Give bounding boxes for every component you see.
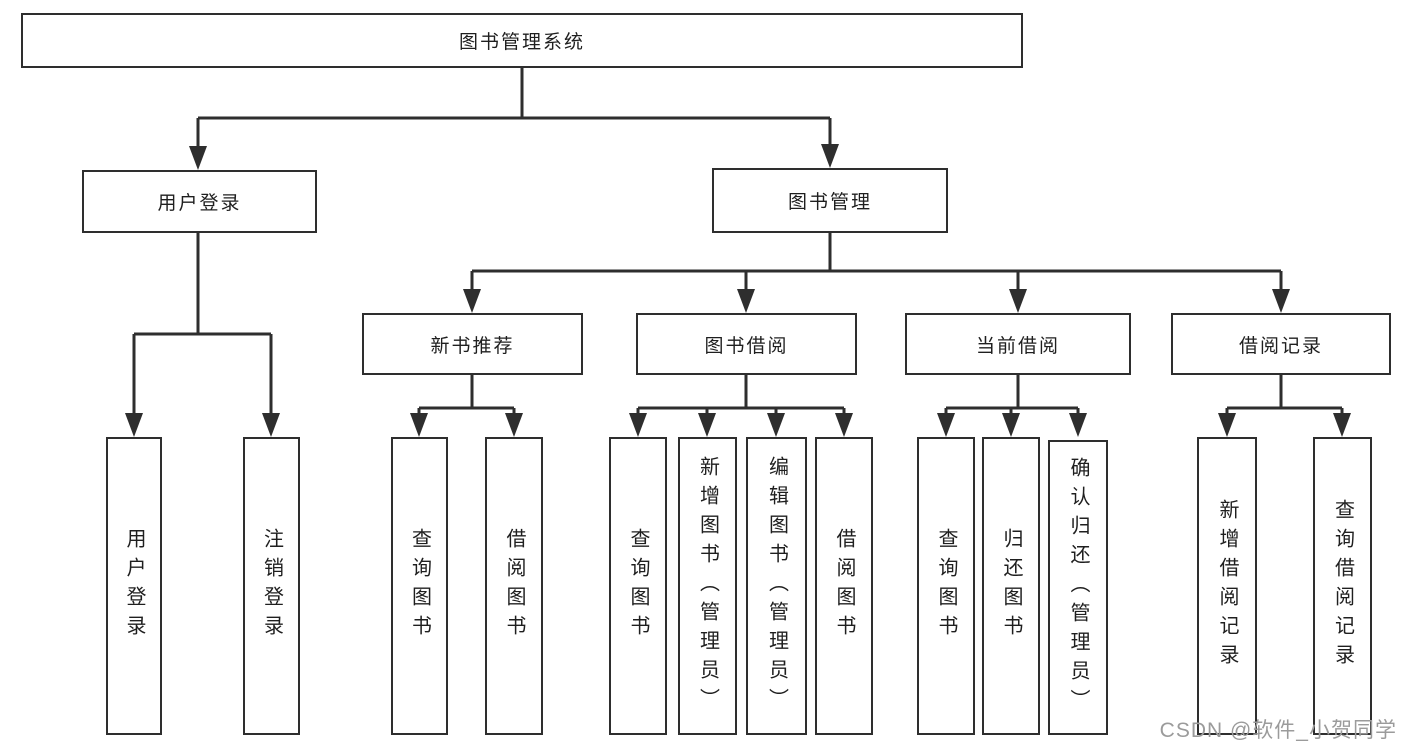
node-book-borrowing-label: 图书借阅 [704, 335, 789, 357]
leaf-borrowing-borrow: 借阅图书 [815, 437, 873, 735]
leaf-records-query: 查询借阅记录 [1313, 437, 1372, 735]
leaf-logout: 注销登录 [243, 437, 300, 735]
leaf-newbooks-query-label: 查询图书 [408, 528, 431, 644]
leaf-borrowing-query-label: 查询图书 [627, 528, 649, 644]
leaf-user-login: 用户登录 [106, 437, 162, 735]
node-loan-records: 借阅记录 [1171, 313, 1391, 375]
node-new-book-recommend: 新书推荐 [362, 313, 583, 375]
leaf-borrowing-query: 查询图书 [609, 437, 667, 735]
leaf-newbooks-borrow: 借阅图书 [485, 437, 543, 735]
node-root-system: 图书管理系统 [21, 13, 1023, 68]
leaf-newbooks-query: 查询图书 [391, 437, 448, 735]
leaf-borrowing-edit-admin: 编辑图书（管理员） [746, 437, 807, 735]
node-current-loans-label: 当前借阅 [975, 335, 1060, 357]
leaf-borrowing-add-admin-label: 新增图书（管理员） [696, 455, 719, 717]
leaf-current-query-label: 查询图书 [935, 528, 957, 644]
leaf-current-query: 查询图书 [917, 437, 975, 735]
leaf-newbooks-borrow-label: 借阅图书 [503, 528, 525, 644]
leaf-records-query-label: 查询借阅记录 [1331, 499, 1354, 673]
leaf-borrowing-add-admin: 新增图书（管理员） [678, 437, 737, 735]
leaf-current-confirm-return-admin-label: 确认归还（管理员） [1067, 457, 1089, 718]
leaf-borrowing-edit-admin-label: 编辑图书（管理员） [765, 455, 788, 717]
leaf-current-confirm-return-admin: 确认归还（管理员） [1048, 440, 1108, 735]
connector-paths [132, 68, 1344, 433]
leaf-logout-label: 注销登录 [260, 528, 283, 644]
node-user-login: 用户登录 [82, 170, 317, 233]
node-book-management-label: 图书管理 [787, 192, 872, 213]
node-current-loans: 当前借阅 [905, 313, 1131, 375]
leaf-records-add-label: 新增借阅记录 [1216, 499, 1238, 673]
leaf-current-return: 归还图书 [982, 437, 1040, 735]
node-book-management: 图书管理 [712, 168, 948, 233]
leaf-current-return-label: 归还图书 [1000, 528, 1022, 644]
node-user-login-label: 用户登录 [157, 193, 242, 214]
leaf-borrowing-borrow-label: 借阅图书 [833, 528, 855, 644]
node-new-book-recommend-label: 新书推荐 [430, 335, 515, 357]
node-book-borrowing: 图书借阅 [636, 313, 857, 375]
csdn-watermark: CSDN @软件_小贺同学 [1159, 719, 1397, 742]
node-loan-records-label: 借阅记录 [1238, 335, 1323, 357]
leaf-records-add: 新增借阅记录 [1197, 437, 1257, 735]
node-root-label: 图书管理系统 [458, 32, 585, 53]
leaf-user-login-label: 用户登录 [123, 528, 145, 644]
